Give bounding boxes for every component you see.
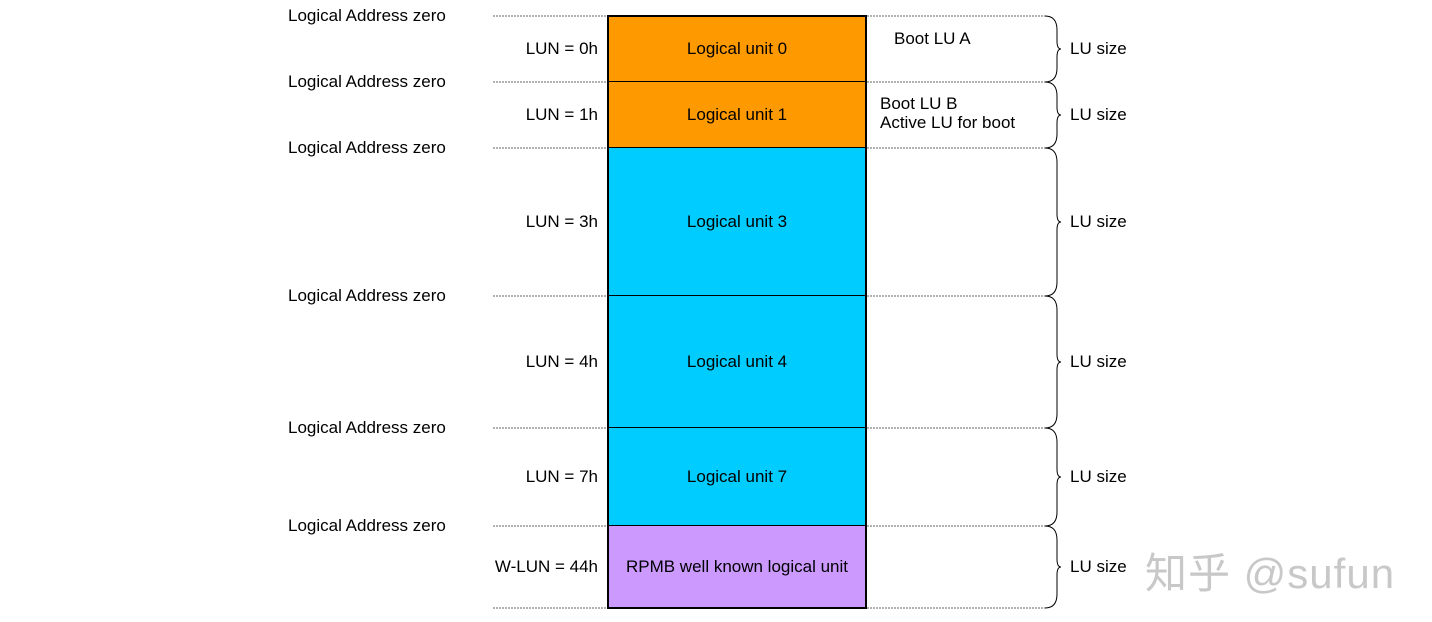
- lun-label: LUN = 1h: [525, 105, 598, 124]
- lu-size-label: LU size: [1070, 467, 1127, 486]
- watermark: 知乎 @sufun: [1145, 550, 1396, 597]
- logical-unit-block: RPMB well known logical unit: [607, 525, 867, 609]
- logical-address-zero-label: Logical Address zero: [288, 418, 446, 437]
- lun-label: LUN = 3h: [525, 212, 598, 231]
- logical-address-zero-label: Logical Address zero: [288, 138, 446, 157]
- lu-size-label: LU size: [1070, 39, 1127, 58]
- logical-address-zero-label: Logical Address zero: [288, 6, 446, 25]
- lun-label: LUN = 7h: [525, 467, 598, 486]
- lu-size-brace: [1044, 427, 1062, 527]
- lun-label: LUN = 4h: [525, 352, 598, 371]
- logical-unit-block: Logical unit 0: [607, 15, 867, 83]
- logical-unit-block: Logical unit 3: [607, 147, 867, 297]
- lu-size-label: LU size: [1070, 557, 1127, 576]
- lu-size-label: LU size: [1070, 352, 1127, 371]
- logical-unit-block: Logical unit 7: [607, 427, 867, 527]
- lu-note: Active LU for boot: [880, 113, 1016, 132]
- logical-unit-block: Logical unit 4: [607, 295, 867, 429]
- logical-address-zero-label: Logical Address zero: [288, 286, 446, 305]
- lu-size-label: LU size: [1070, 105, 1127, 124]
- lu-size-brace: [1044, 15, 1062, 83]
- lu-size-brace: [1044, 295, 1062, 429]
- lu-size-brace: [1044, 525, 1062, 609]
- logical-address-zero-label: Logical Address zero: [288, 72, 446, 91]
- lun-label: W-LUN = 44h: [494, 557, 598, 576]
- lun-label: LUN = 0h: [525, 39, 598, 58]
- lu-note: Boot LU A: [894, 29, 971, 48]
- logical-address-zero-label: Logical Address zero: [288, 516, 446, 535]
- lu-size-brace: [1044, 147, 1062, 297]
- lu-note: Boot LU B: [880, 94, 958, 113]
- lu-size-brace: [1044, 81, 1062, 149]
- logical-unit-block: Logical unit 1: [607, 81, 867, 149]
- lu-size-label: LU size: [1070, 212, 1127, 231]
